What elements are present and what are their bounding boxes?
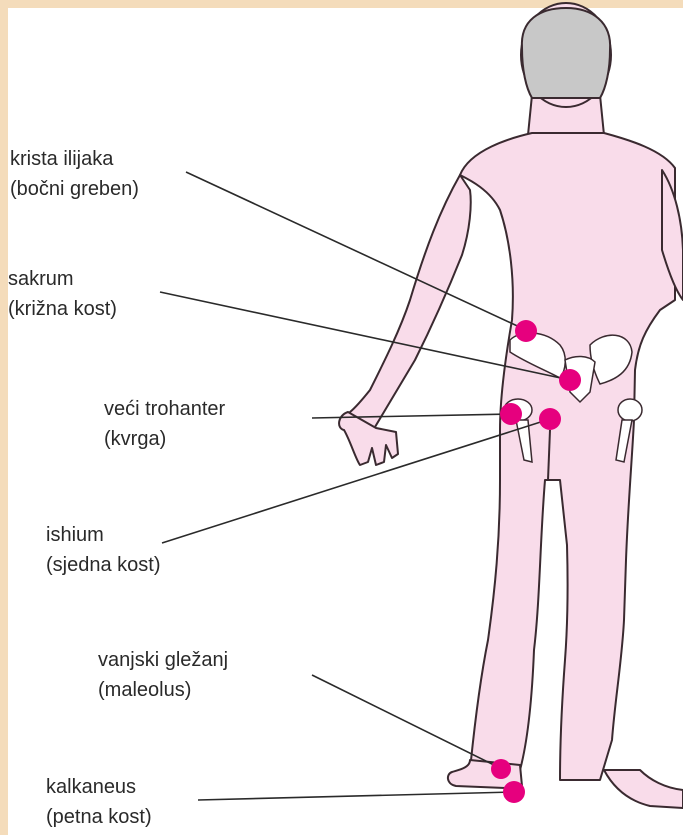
label-sakrum: sakrum (križna kost) [8, 264, 117, 324]
right-foot [604, 770, 683, 808]
label-text: ishium [46, 520, 161, 550]
head [521, 3, 611, 107]
human-body-back-view [339, 95, 683, 808]
label-krista-ilijaka: krista ilijaka (bočni greben) [10, 144, 139, 204]
label-text: krista ilijaka [10, 144, 139, 174]
marker-krista-ilijaka [515, 320, 537, 342]
leader-vanjski-glezanj [312, 675, 500, 768]
marker-kalkaneus [503, 781, 525, 803]
hair [522, 8, 610, 98]
marker-sakrum [559, 369, 581, 391]
label-text: kalkaneus [46, 772, 152, 802]
label-subtext: (križna kost) [8, 294, 117, 324]
leader-krista-ilijaka [186, 172, 526, 330]
marker-ishium [539, 408, 561, 430]
label-subtext: (sjedna kost) [46, 550, 161, 580]
right-femur-head [618, 399, 642, 421]
label-subtext: (maleolus) [98, 675, 228, 705]
leader-kalkaneus [198, 792, 514, 800]
label-subtext: (kvrga) [104, 424, 225, 454]
label-veci-trohanter: veći trohanter (kvrga) [104, 394, 225, 454]
label-kalkaneus: kalkaneus (petna kost) [46, 772, 152, 832]
torso [460, 133, 675, 780]
label-text: veći trohanter [104, 394, 225, 424]
label-vanjski-glezanj: vanjski gležanj (maleolus) [98, 645, 228, 705]
label-text: vanjski gležanj [98, 645, 228, 675]
label-ishium: ishium (sjedna kost) [46, 520, 161, 580]
marker-vanjski-glezanj [491, 759, 511, 779]
marker-veci-trohanter [500, 403, 522, 425]
label-subtext: (petna kost) [46, 802, 152, 832]
left-arm [345, 175, 471, 440]
label-subtext: (bočni greben) [10, 174, 139, 204]
label-text: sakrum [8, 264, 117, 294]
